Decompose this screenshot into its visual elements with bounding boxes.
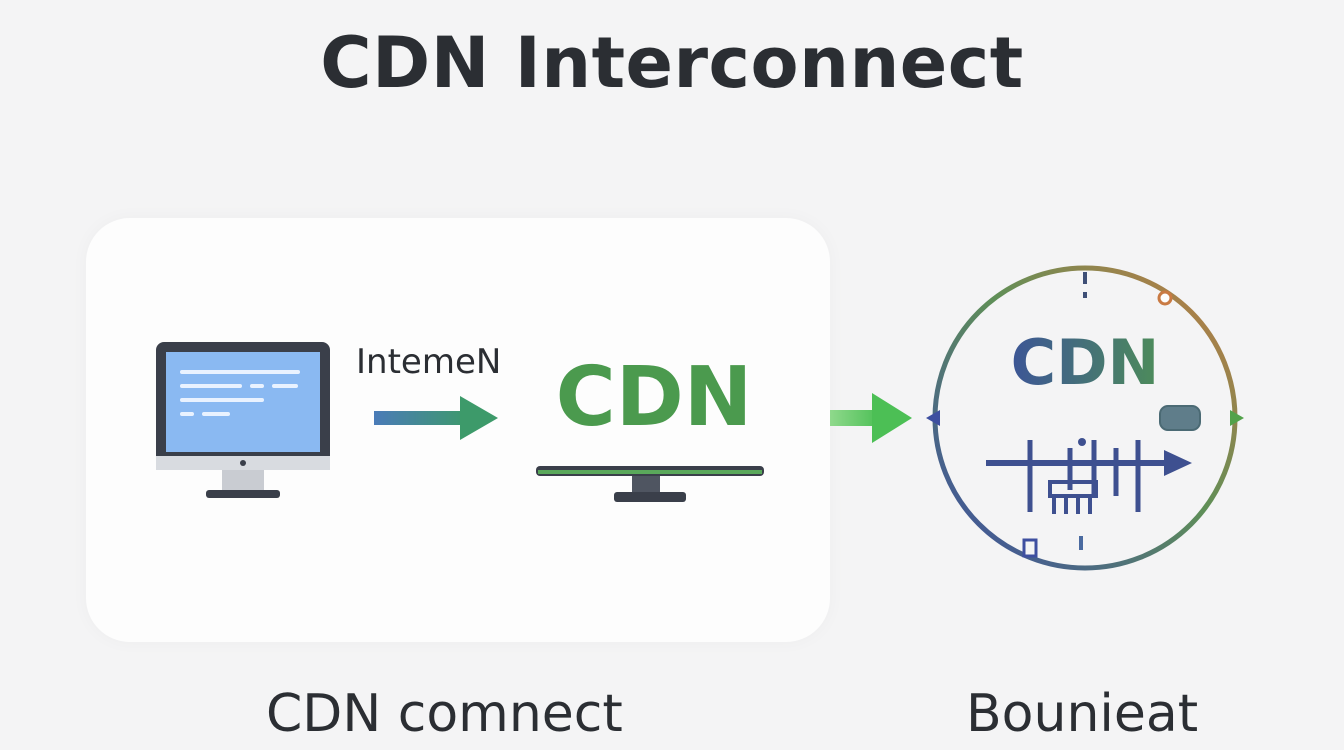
diagram-title: CDN Interconnect [320,22,1024,104]
connect-arrow [830,393,912,443]
cdn-connect-caption: CDN comnect [266,684,623,744]
network-globe-icon [926,265,1244,571]
desktop-monitor-icon [156,342,330,498]
internet-arrow [374,396,498,440]
network-cdn-label: CDN [1011,326,1160,399]
monitor-stand-icon [536,466,764,502]
internet-arrow-label: IntemeN [356,342,502,382]
network-caption: Bounieat [966,684,1199,744]
cdn-label: CDN [555,350,753,445]
